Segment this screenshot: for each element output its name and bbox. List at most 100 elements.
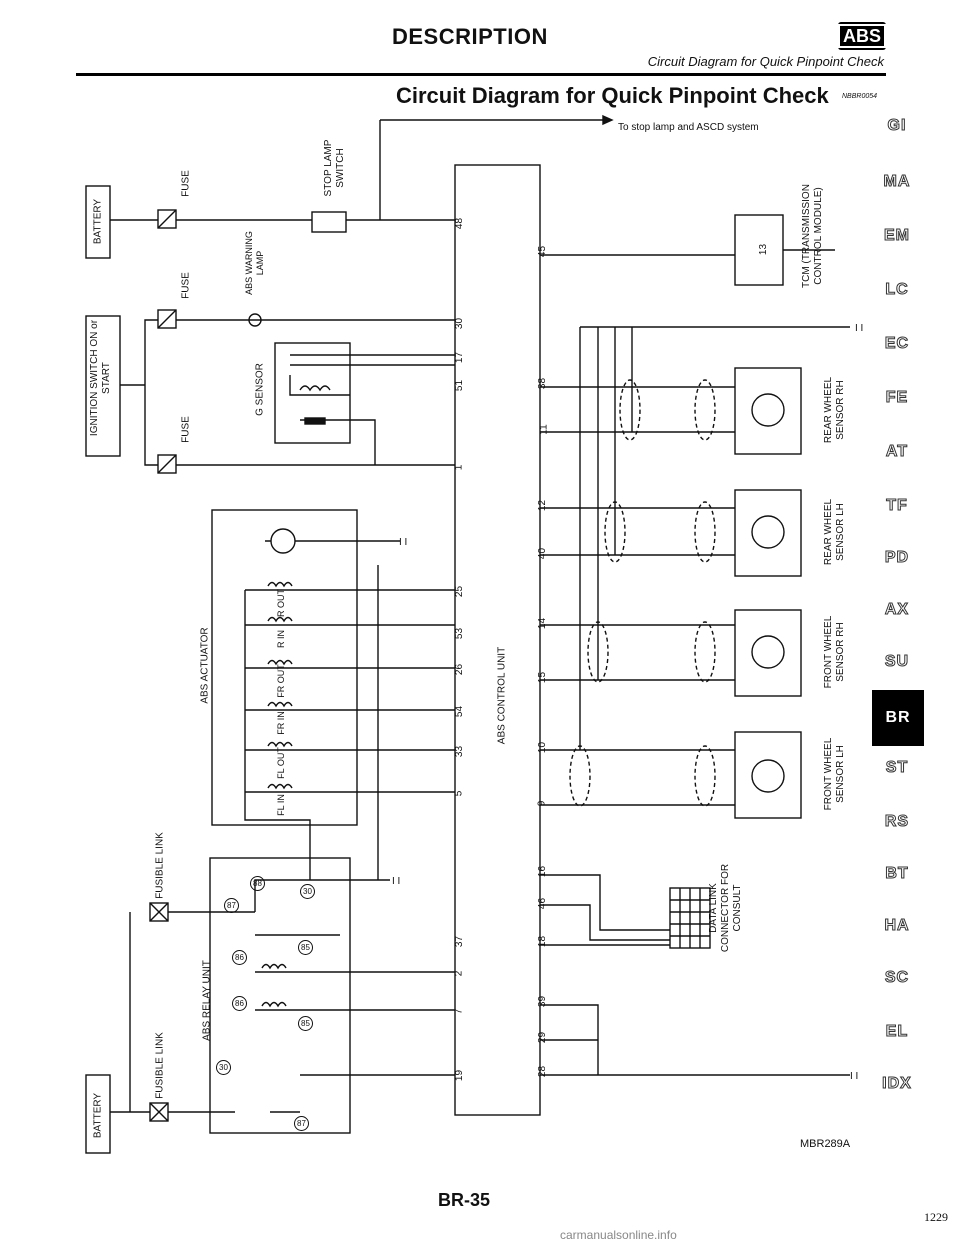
sidebar-item-ec[interactable]: EC	[884, 335, 910, 353]
label-abs-actuator: ABS ACTUATOR	[199, 627, 211, 704]
pin-right: 11	[538, 424, 550, 435]
relay-pin: 85	[298, 940, 313, 955]
relay-pin: 30	[216, 1060, 231, 1075]
sidebar-item-tf[interactable]: TF	[886, 497, 908, 515]
label-fl-in: FL IN	[276, 794, 286, 816]
sidebar-item-em[interactable]: EM	[884, 227, 910, 245]
svg-text:I I: I I	[392, 876, 400, 887]
pin-left: 5	[453, 790, 465, 797]
sidebar-item-at[interactable]: AT	[885, 443, 909, 461]
label-fl-out: FL OUT	[276, 747, 286, 779]
pin-left: 26	[454, 663, 466, 676]
sidebar-item-bt[interactable]: BT	[885, 865, 909, 883]
actuator-motor	[270, 528, 296, 554]
arrow-note: To stop lamp and ASCD system	[618, 122, 759, 133]
abs-badge-label: ABS	[838, 24, 887, 48]
fuse-3	[157, 454, 177, 474]
label-fr-out: FR OUT	[276, 664, 286, 698]
sidebar-item-pd[interactable]: PD	[884, 549, 910, 567]
sidebar-item-sc[interactable]: SC	[884, 969, 910, 987]
label-fuse-2: FUSE	[180, 272, 192, 299]
pin-right: 29	[537, 1031, 549, 1044]
fuse-1	[157, 209, 177, 229]
label-data-link: DATA LINK CONNECTOR FOR CONSULT	[708, 863, 743, 953]
front-wheel-sensor-rh-box	[734, 609, 802, 697]
page-number: BR-35	[438, 1190, 491, 1210]
header-subtitle: Circuit Diagram for Quick Pinpoint Check	[647, 54, 884, 69]
fuse-2	[157, 309, 177, 329]
sidebar-item-br[interactable]: BR	[872, 690, 924, 746]
pin-left: 53	[454, 627, 466, 640]
section-code: NBBR0054	[842, 93, 878, 100]
pin-right: 38	[537, 377, 549, 390]
front-wheel-sensor-lh-box	[734, 731, 802, 819]
pin-left: 17	[454, 351, 466, 364]
relay-pin: 85	[298, 1016, 313, 1031]
label-abs-warning-lamp: ABS WARNING LAMP	[244, 231, 265, 295]
pin-left: 48	[454, 217, 466, 230]
pin-right: 18	[537, 935, 549, 948]
pin-left: 37	[454, 935, 466, 948]
label-g-sensor: G SENSOR	[254, 363, 266, 416]
sidebar-item-ma[interactable]: MA	[883, 173, 911, 191]
pin-right: 39	[537, 995, 549, 1008]
label-fusible-link-2: FUSIBLE LINK	[154, 1032, 166, 1099]
sidebar-item-su[interactable]: SU	[884, 653, 910, 671]
pin-left: 1	[453, 464, 465, 471]
sidebar-item-gi[interactable]: GI	[887, 117, 907, 135]
relay-pin: 87	[294, 1116, 309, 1131]
pin-left: 51	[454, 379, 466, 392]
figure-id: MBR289A	[800, 1138, 851, 1150]
sidebar-item-ax[interactable]: AX	[884, 601, 910, 619]
pin-right: 12	[537, 499, 549, 512]
pin-right: 14	[537, 617, 549, 630]
label-rear-wheel-rh: REAR WHEEL SENSOR RH	[823, 376, 846, 444]
label-fuse-1: FUSE	[180, 170, 192, 197]
pin-right: 40	[537, 547, 549, 560]
pin-left: 33	[454, 745, 466, 758]
relay-pin: 30	[300, 884, 315, 899]
pin-right: 28	[537, 1065, 549, 1078]
relay-pin: 86	[232, 950, 247, 965]
relay-pin: 88	[250, 876, 265, 891]
print-page-number: 1229	[924, 1210, 948, 1224]
label-abs-control-unit: ABS CONTROL UNIT	[496, 646, 508, 745]
pin-right: 45	[537, 245, 549, 258]
sidebar-item-rs[interactable]: RS	[884, 813, 910, 831]
label-front-wheel-rh: FRONT WHEEL SENSOR RH	[823, 615, 846, 689]
sidebar-item-lc[interactable]: LC	[885, 281, 909, 299]
label-tcm: TCM (TRANSMISSION CONTROL MODULE)	[801, 184, 824, 288]
label-rear-wheel-lh: REAR WHEEL SENSOR LH	[823, 498, 846, 566]
stop-lamp-switch	[311, 211, 347, 233]
svg-text:I I: I I	[850, 1071, 858, 1082]
svg-text:I I: I I	[855, 323, 863, 334]
label-front-wheel-lh: FRONT WHEEL SENSOR LH	[823, 737, 846, 811]
pin-left: 54	[454, 705, 466, 718]
pin-right: 15	[537, 671, 549, 684]
battery-top-box	[85, 185, 111, 259]
header-title: DESCRIPTION	[392, 24, 548, 49]
g-sensor-box	[274, 342, 351, 444]
sidebar-item-idx[interactable]: IDX	[882, 1075, 912, 1093]
relay-pin: 87	[224, 898, 239, 913]
sidebar-item-st[interactable]: ST	[885, 759, 909, 777]
rear-wheel-sensor-lh-box	[734, 489, 802, 577]
pin-right: 46	[537, 897, 549, 910]
label-fusible-link-1: FUSIBLE LINK	[154, 832, 166, 899]
svg-text:I I: I I	[399, 537, 407, 548]
pin-left: 19	[454, 1069, 466, 1082]
label-abs-relay-unit: ABS RELAY UNIT	[201, 960, 213, 1041]
battery-bottom-box	[85, 1074, 111, 1154]
pin-left: 25	[454, 585, 466, 598]
header-rule	[76, 73, 886, 76]
rear-wheel-sensor-rh-box	[734, 367, 802, 455]
section-title: Circuit Diagram for Quick Pinpoint Check	[396, 83, 829, 108]
sidebar-item-fe[interactable]: FE	[885, 389, 909, 407]
abs-badge: ABS	[838, 22, 887, 50]
label-ignition-switch: IGNITION SWITCH ON or START	[89, 319, 112, 437]
label-battery-top: BATTERY	[92, 198, 104, 245]
sidebar-item-el[interactable]: EL	[885, 1023, 909, 1041]
sidebar-item-ha[interactable]: HA	[884, 917, 910, 935]
watermark: carmanualsonline.info	[560, 1228, 677, 1242]
